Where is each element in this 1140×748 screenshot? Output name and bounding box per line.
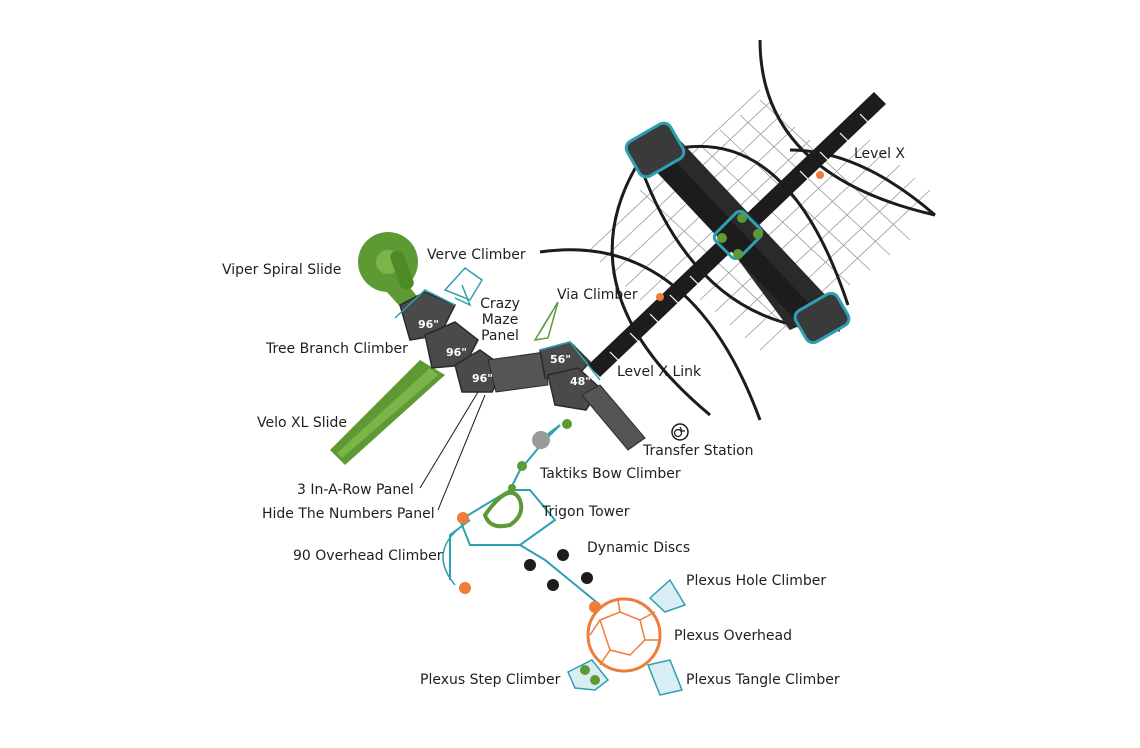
slides — [330, 232, 445, 465]
deck-height-3: 96" — [472, 372, 493, 385]
label-viper-spiral-slide: Viper Spiral Slide — [222, 262, 342, 278]
label-via-climber: Via Climber — [557, 287, 638, 303]
lower-course — [442, 419, 687, 696]
label-crazy-maze-panel: Crazy Maze Panel — [480, 296, 520, 344]
label-hide-the-numbers-panel: Hide The Numbers Panel — [262, 506, 435, 522]
label-tree-branch-climber: Tree Branch Climber — [266, 341, 408, 357]
label-dynamic-discs: Dynamic Discs — [587, 540, 691, 556]
label-plexus-hole-climber: Plexus Hole Climber — [686, 573, 827, 589]
label-plexus-step-climber: Plexus Step Climber — [420, 672, 561, 688]
label-verve-climber: Verve Climber — [427, 247, 526, 263]
via-climber-shape — [533, 301, 559, 341]
deck-height-1: 96" — [418, 318, 439, 331]
decks: 96" 96" 96" 56" 48" — [394, 289, 646, 451]
wheelchair-transfer-icon — [671, 423, 689, 441]
label-3-in-a-row-panel: 3 In-A-Row Panel — [297, 482, 414, 498]
verve-climber-shape — [443, 267, 484, 307]
label-taktiks-bow-climber: Taktiks Bow Climber — [540, 466, 681, 482]
label-trigon-tower: Trigon Tower — [542, 504, 630, 520]
label-level-x: Level X — [854, 146, 905, 162]
label-plexus-tangle-climber: Plexus Tangle Climber — [686, 672, 840, 688]
label-plexus-overhead: Plexus Overhead — [674, 628, 792, 644]
deck-height-4: 56" — [550, 353, 571, 366]
level-x-structure — [539, 39, 936, 421]
deck-height-2: 96" — [446, 346, 467, 359]
deck-height-5: 48" — [570, 375, 591, 388]
label-velo-xl-slide: Velo XL Slide — [257, 415, 348, 431]
label-level-x-link: Level X Link — [617, 364, 702, 380]
label-transfer-station: Transfer Station — [643, 443, 754, 459]
label-90-overhead-climber: 90 Overhead Climber — [293, 548, 443, 564]
